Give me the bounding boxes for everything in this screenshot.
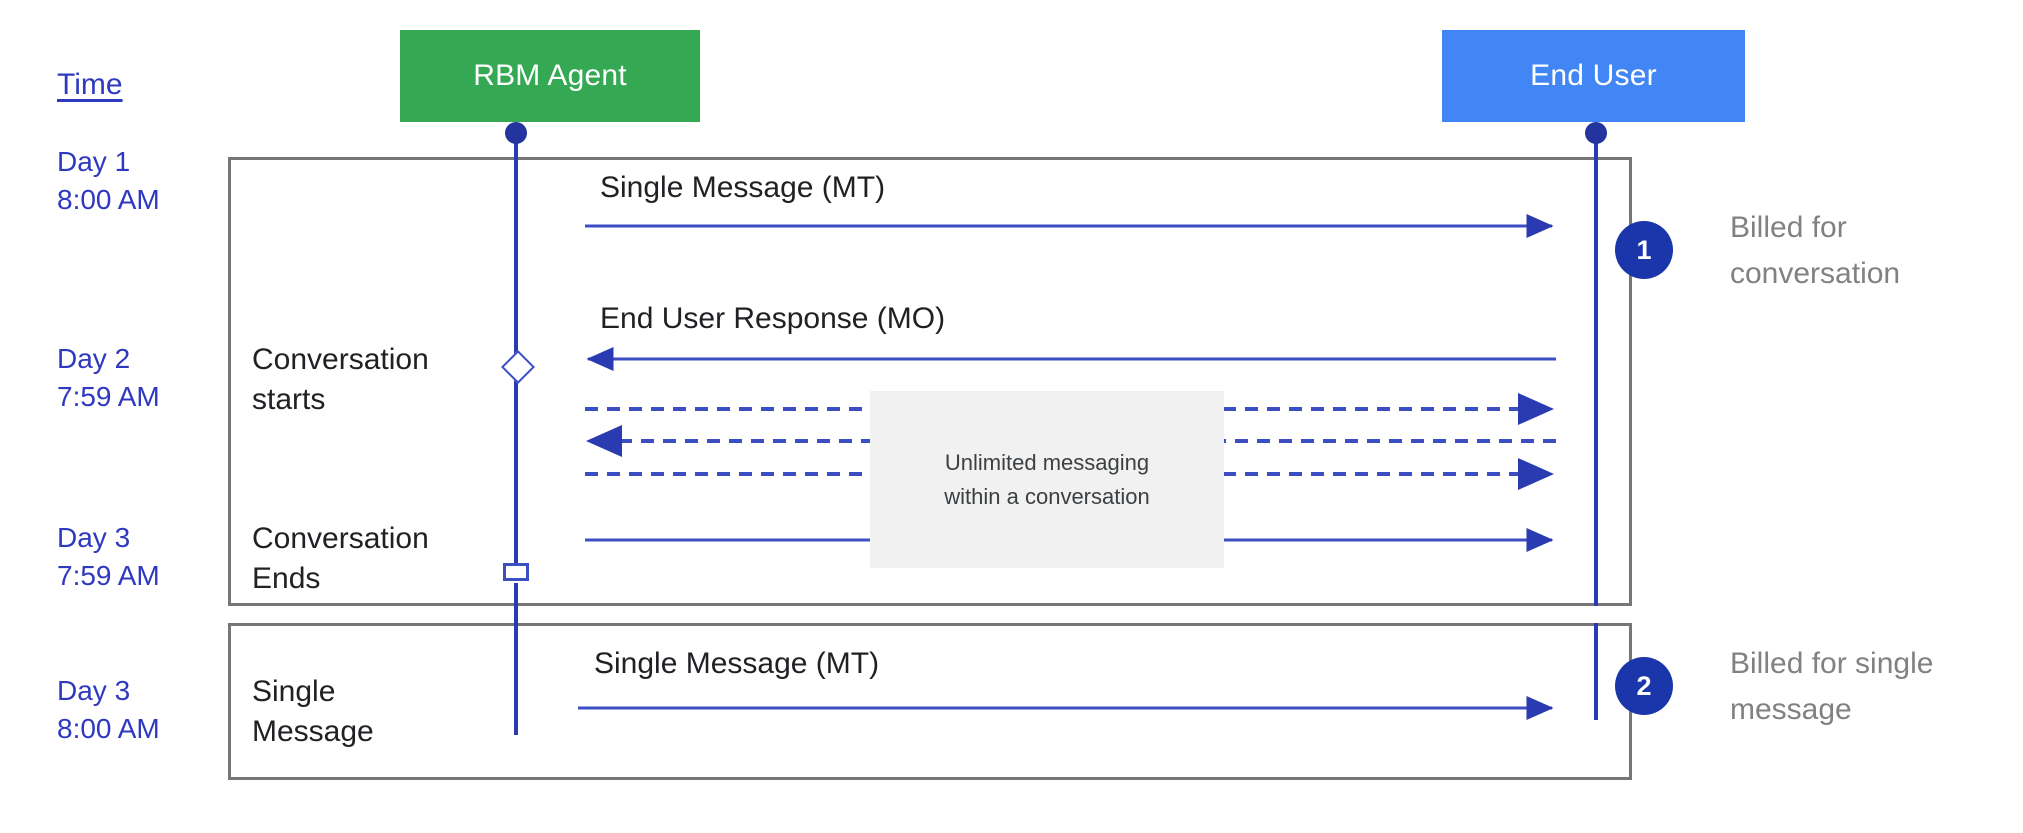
time-axis-header: Time — [57, 68, 123, 101]
conversation-end-marker-icon — [503, 563, 529, 581]
lifeline-start-dot-end-user — [1585, 122, 1607, 144]
time-label-day3-end: Day 3 7:59 AM — [57, 522, 160, 591]
phase-label-conversation-ends: Conversation Ends — [252, 522, 429, 595]
badge-1-label: 1 — [1636, 234, 1652, 265]
actor-rbm-agent[interactable]: RBM Agent — [400, 30, 700, 122]
actor-end-user[interactable]: End User — [1442, 30, 1745, 122]
phase-box-conversation — [228, 157, 1632, 606]
note-unlimited-messaging: Unlimited messaging within a conversatio… — [870, 391, 1224, 568]
message-label-single-message-mt-2: Single Message (MT) — [594, 647, 880, 680]
lifeline-end-user — [1594, 133, 1598, 606]
lifeline-start-dot-rbm-agent — [505, 122, 527, 144]
lifeline-end-user-lower — [1594, 623, 1598, 720]
badge-1: 1 — [1615, 221, 1673, 279]
message-label-single-message-mt-1: Single Message (MT) — [600, 171, 886, 204]
actor-end-user-label: End User — [1530, 59, 1657, 92]
lifeline-rbm-agent — [514, 133, 518, 565]
time-label-day2: Day 2 7:59 AM — [57, 343, 160, 412]
actor-rbm-agent-label: RBM Agent — [473, 59, 627, 92]
lifeline-rbm-agent-lower — [514, 583, 518, 735]
phase-label-conversation-starts: Conversation starts — [252, 343, 429, 416]
time-label-day1: Day 1 8:00 AM — [57, 146, 160, 215]
message-label-end-user-response-mo: End User Response (MO) — [600, 302, 946, 335]
time-label-day3-single: Day 3 8:00 AM — [57, 675, 160, 744]
phase-label-single-message: Single Message — [252, 675, 374, 748]
billed-note-single-message: Billed for single message — [1730, 647, 1934, 726]
badge-2: 2 — [1615, 657, 1673, 715]
billed-note-conversation: Billed for conversation — [1730, 211, 1901, 290]
badge-2-label: 2 — [1636, 670, 1652, 701]
phase-box-single-message — [228, 623, 1632, 780]
